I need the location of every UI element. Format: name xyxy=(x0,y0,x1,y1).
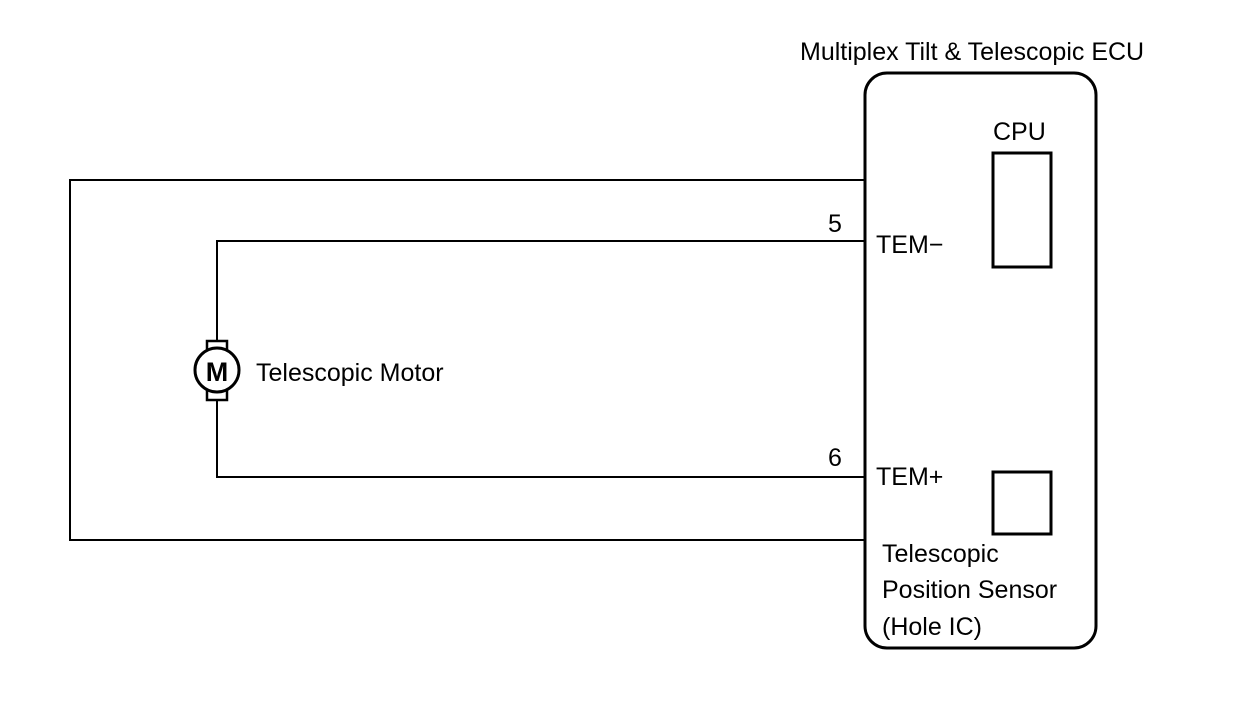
outer-wire xyxy=(69,179,865,541)
position-sensor-block xyxy=(991,470,1053,536)
pin-5-number: 5 xyxy=(828,210,842,238)
motor-symbol-letter: M xyxy=(206,357,229,387)
sensor-label-line-2: Position Sensor xyxy=(882,576,1057,604)
ecu-box xyxy=(863,71,1098,650)
sensor-label-line-3: (Hole IC) xyxy=(882,613,982,641)
tem-plus-wire xyxy=(216,398,865,478)
pin-5-name: TEM− xyxy=(876,231,943,259)
sensor-label-line-1: Telescopic xyxy=(882,540,999,568)
pin-6-name: TEM+ xyxy=(876,463,943,491)
motor-label: Telescopic Motor xyxy=(256,359,444,387)
cpu-block xyxy=(991,151,1053,269)
tem-minus-wire xyxy=(216,240,865,343)
pin-6-number: 6 xyxy=(828,444,842,472)
motor-symbol: M xyxy=(193,339,241,402)
ecu-title: Multiplex Tilt & Telescopic ECU xyxy=(800,38,1144,66)
cpu-label: CPU xyxy=(993,118,1046,146)
